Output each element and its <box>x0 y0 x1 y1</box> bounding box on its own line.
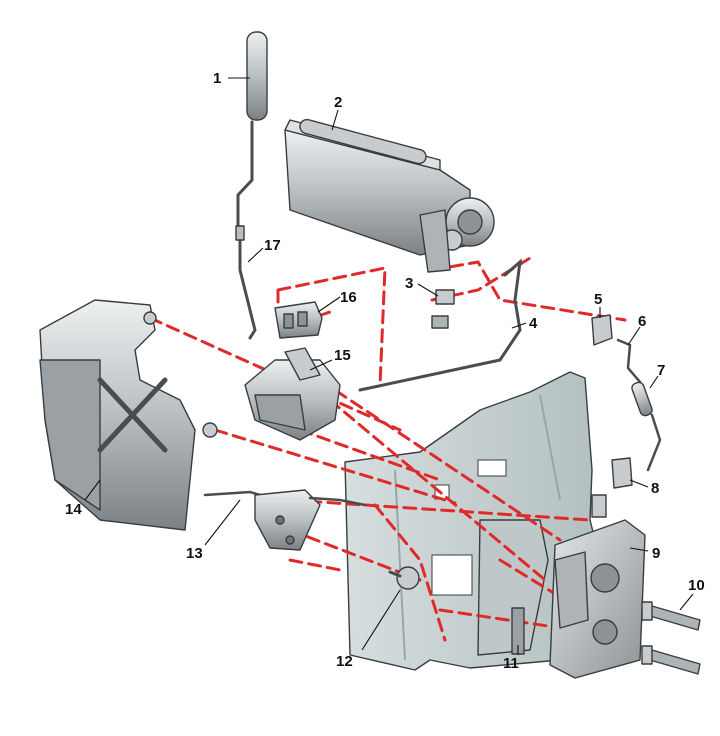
part-10-screws <box>641 601 701 675</box>
callout-4: 4 <box>529 315 538 332</box>
part-2-outer-handle <box>284 118 495 273</box>
part-7-sleeve-rod <box>631 381 662 472</box>
part-14-handle-housing <box>39 299 218 531</box>
part-13-inner-lever <box>203 489 367 551</box>
callout-7: 7 <box>657 362 665 379</box>
part-9-lock-body <box>549 494 646 679</box>
callout-14: 14 <box>65 501 82 518</box>
part-5-clip <box>591 314 613 346</box>
part-16-switch <box>274 301 323 339</box>
callout-labels: 1 2 3 4 5 6 7 8 9 10 11 12 13 14 15 16 1… <box>65 70 705 672</box>
callout-9: 9 <box>652 545 660 562</box>
callout-17: 17 <box>264 237 281 254</box>
part-8-clip <box>611 457 633 489</box>
callout-3: 3 <box>405 275 413 292</box>
callout-1: 1 <box>213 70 221 87</box>
callout-8: 8 <box>651 480 659 497</box>
callout-15: 15 <box>334 347 351 364</box>
part-12-screw <box>388 566 420 590</box>
callout-16: 16 <box>340 289 357 306</box>
callout-11: 11 <box>503 655 519 672</box>
part-17-rod <box>235 225 257 340</box>
callout-13: 13 <box>186 545 203 562</box>
part-3-clip <box>431 289 455 329</box>
callout-5: 5 <box>594 291 602 308</box>
callout-leader-lines <box>84 77 694 655</box>
callout-6: 6 <box>638 313 646 330</box>
callout-2: 2 <box>334 94 342 111</box>
callout-12: 12 <box>336 653 353 670</box>
part-6-rod <box>616 338 642 384</box>
callout-10: 10 <box>688 577 705 594</box>
part-4-rod <box>358 258 523 392</box>
part-1-lock-button <box>236 31 268 227</box>
part-15-lever-assembly <box>244 347 341 441</box>
